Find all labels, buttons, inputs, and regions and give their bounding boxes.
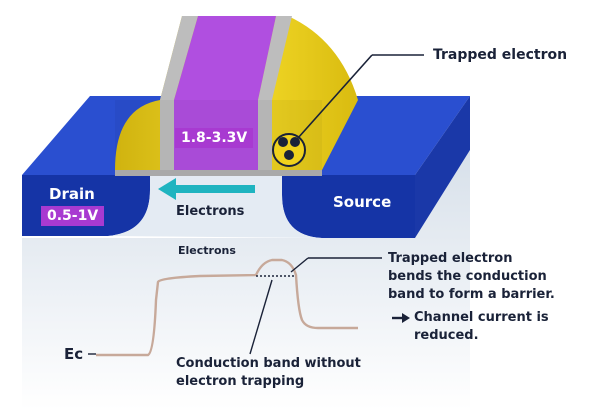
electron-dot-icon <box>278 137 288 147</box>
barrier-caption-line3: band to form a barrier. <box>388 287 555 302</box>
source-label: Source <box>333 193 392 211</box>
right-arrow-icon <box>392 313 410 323</box>
barrier-caption-line2: bends the conduction <box>388 269 547 284</box>
source-region <box>282 175 415 238</box>
trapped-electron-callout <box>297 54 373 139</box>
drain-voltage-label: 0.5-1V <box>41 206 105 226</box>
gate-voltage-label: 1.8-3.3V <box>175 128 254 148</box>
barrier-caption-line1: Trapped electron <box>388 251 513 266</box>
electron-dot-icon <box>284 150 294 160</box>
electrons-curve-label: Electrons <box>178 244 236 257</box>
drain-label: Drain <box>49 185 95 203</box>
no-trap-caption-line1: Conduction band without <box>176 356 361 371</box>
no-trap-caption-line2: electron trapping <box>176 374 305 389</box>
ec-label: Ec <box>64 345 84 363</box>
substrate-right-face <box>415 96 470 238</box>
gate-spacer-left <box>160 16 198 170</box>
electron-dot-icon <box>290 137 300 147</box>
conduction-band-curve <box>96 258 358 357</box>
substrate-body <box>22 150 470 410</box>
gate-oxide <box>115 170 322 176</box>
electrons-arrow-label: Electrons <box>176 204 245 219</box>
result-caption-line1: Channel current is <box>414 310 549 325</box>
gate-spacer-right <box>258 16 292 170</box>
trapped-electron-label: Trapped electron <box>433 47 568 63</box>
result-caption-line2: reduced. <box>414 328 479 343</box>
